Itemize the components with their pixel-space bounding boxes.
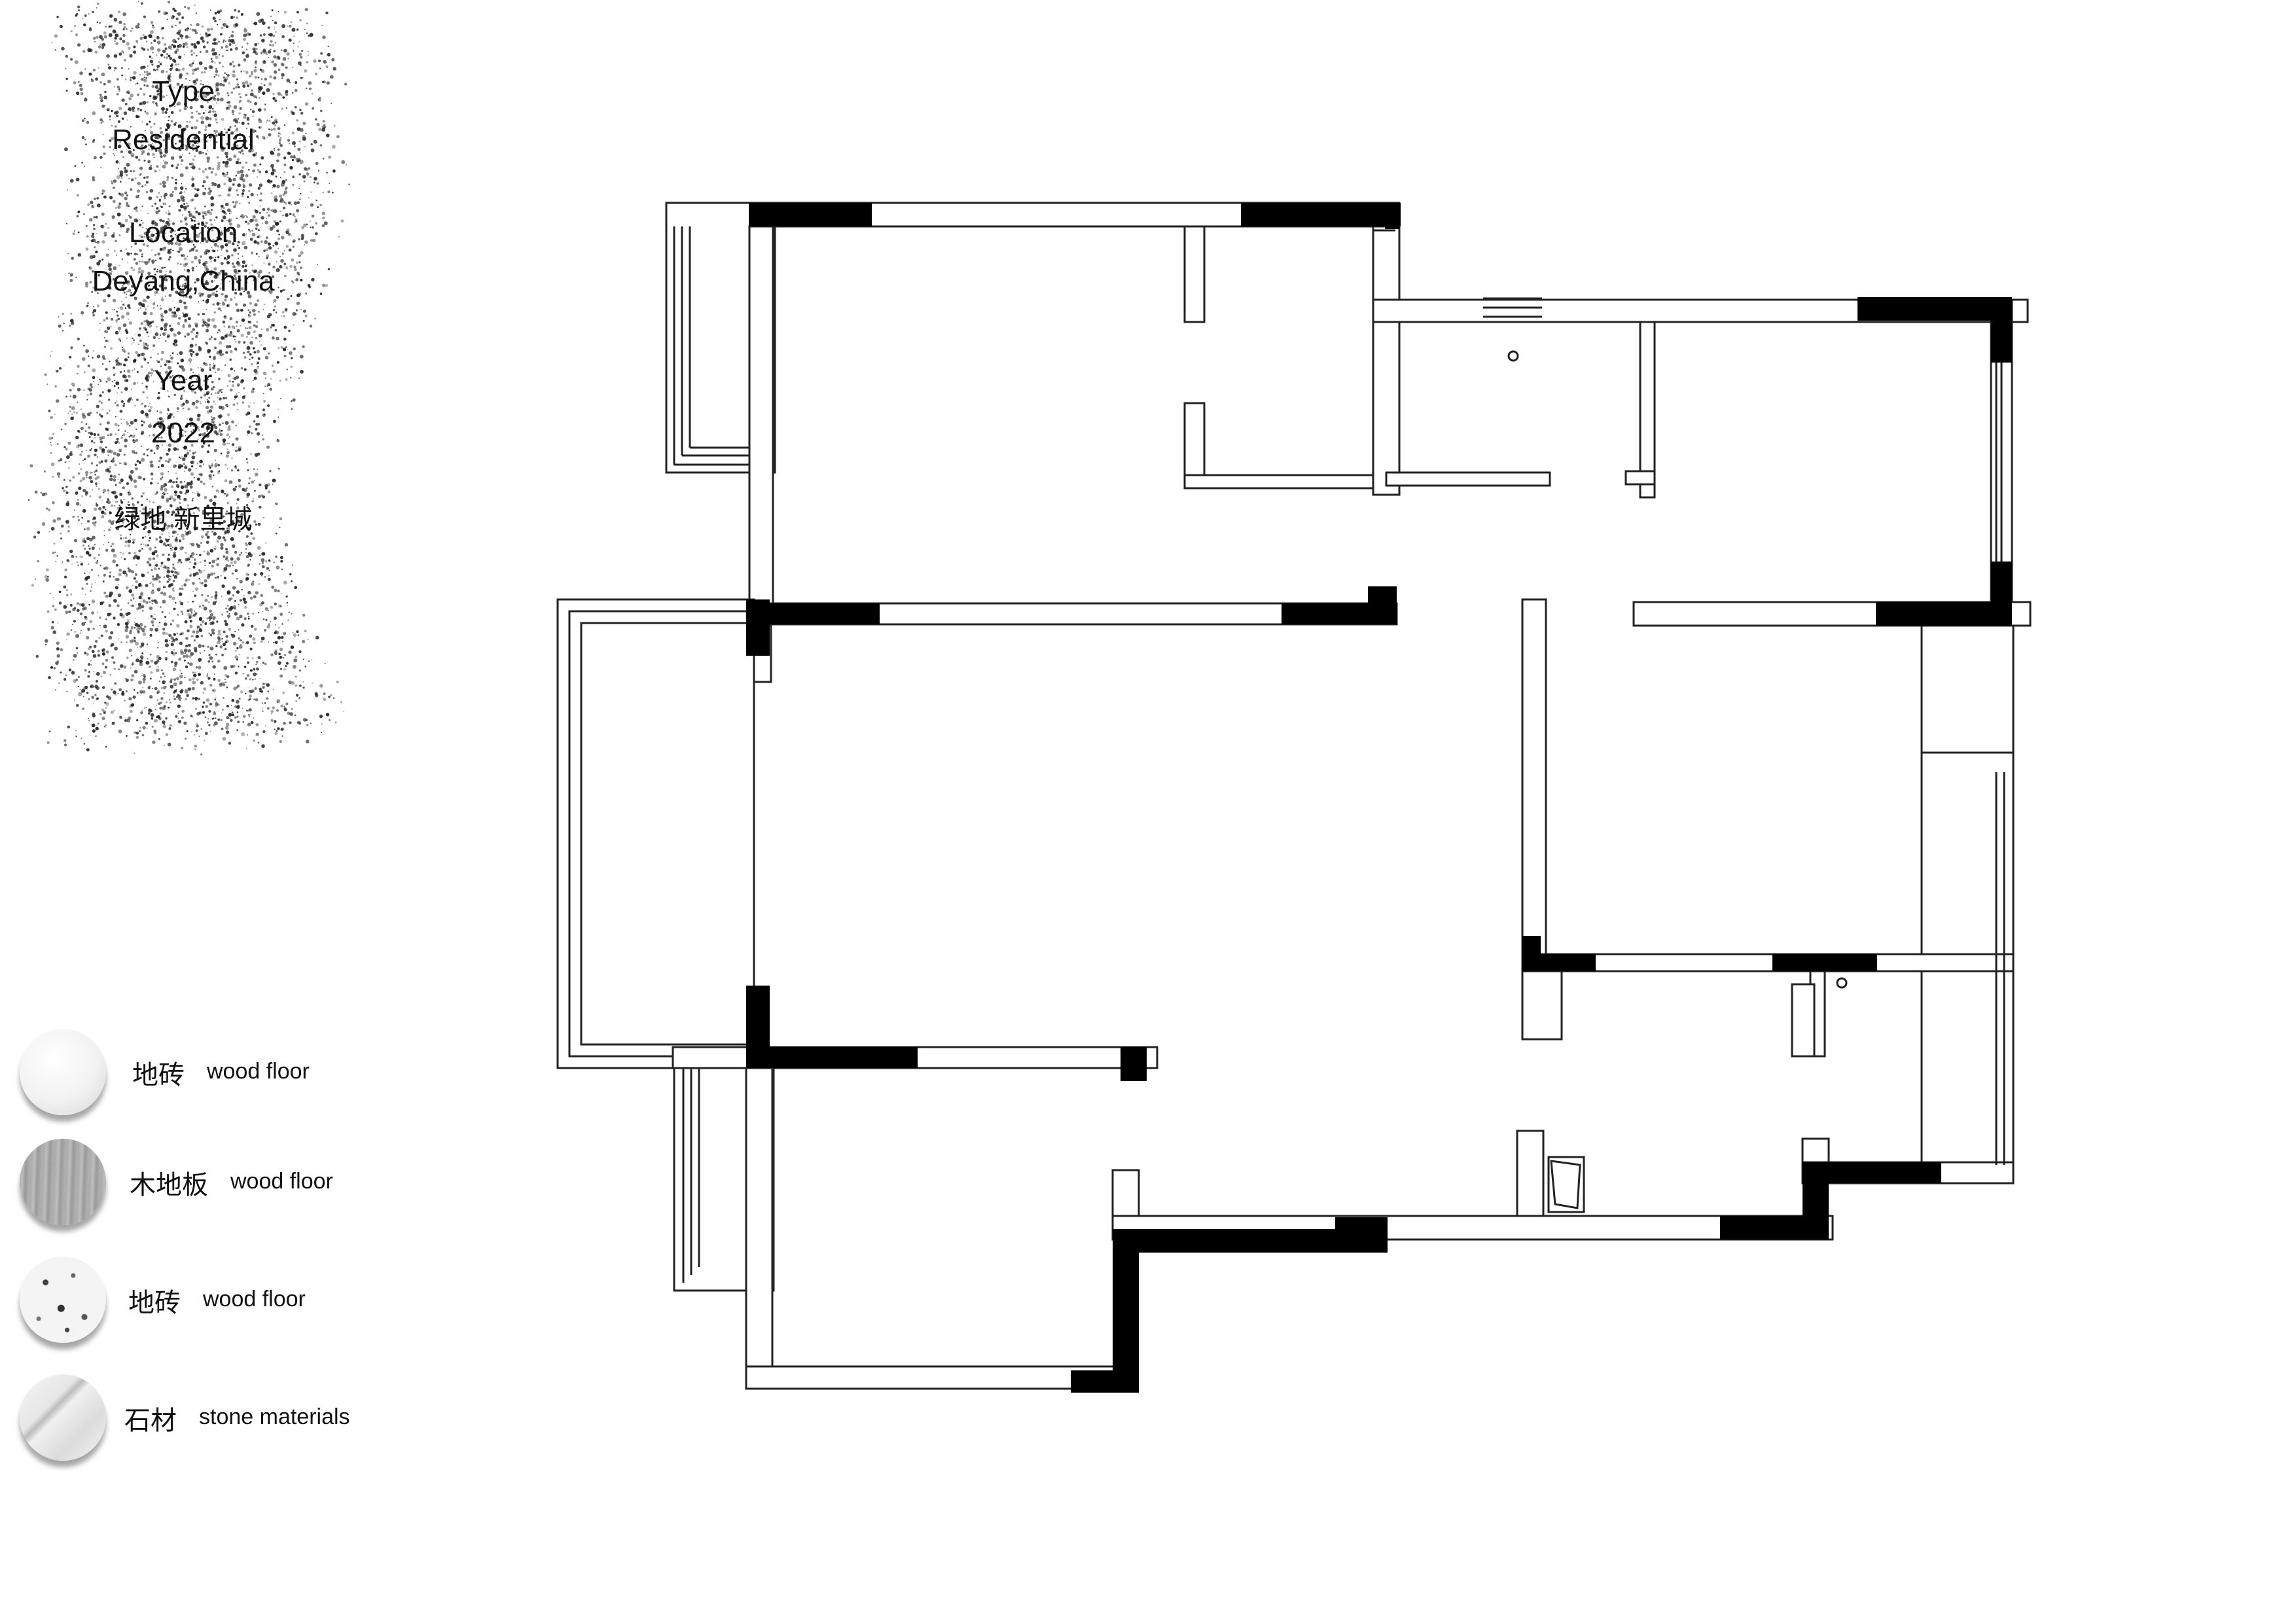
grey-wood-swatch xyxy=(20,1139,106,1225)
legend-label-zh: 木地板 xyxy=(130,1171,208,1200)
veined-stone-swatch xyxy=(20,1374,106,1461)
location-value: Deyang,China xyxy=(92,265,275,297)
legend-label-en: stone materials xyxy=(199,1404,350,1429)
legend-item: 地砖 wood floor xyxy=(20,1029,425,1120)
type-label: Type xyxy=(152,75,215,107)
speckle-texture xyxy=(27,1,350,756)
legend-item: 地砖 wood floor xyxy=(20,1257,425,1348)
legend-label-en: wood floor xyxy=(203,1287,306,1311)
year-label: Year xyxy=(154,365,213,397)
location-label: Location xyxy=(128,217,238,249)
terrazzo-swatch xyxy=(20,1257,106,1343)
legend-item: 木地板 wood floor xyxy=(20,1139,425,1230)
white-marble-swatch xyxy=(20,1029,106,1115)
legend-label-zh: 地砖 xyxy=(132,1061,185,1090)
project-name: 绿地 新里城 xyxy=(114,505,253,534)
legend-label-en: wood floor xyxy=(207,1059,310,1084)
solid-walls xyxy=(746,203,2012,1393)
legend-label-zh: 地砖 xyxy=(128,1289,181,1317)
legend-label-en: wood floor xyxy=(230,1169,333,1194)
year-value: 2022 xyxy=(151,417,215,449)
legend-label-zh: 石材 xyxy=(124,1406,177,1435)
fixtures xyxy=(1507,350,1848,1213)
window-lines xyxy=(673,226,2005,1283)
type-value: Residential xyxy=(112,124,255,156)
legend-item: 石材 stone materials xyxy=(20,1374,425,1466)
